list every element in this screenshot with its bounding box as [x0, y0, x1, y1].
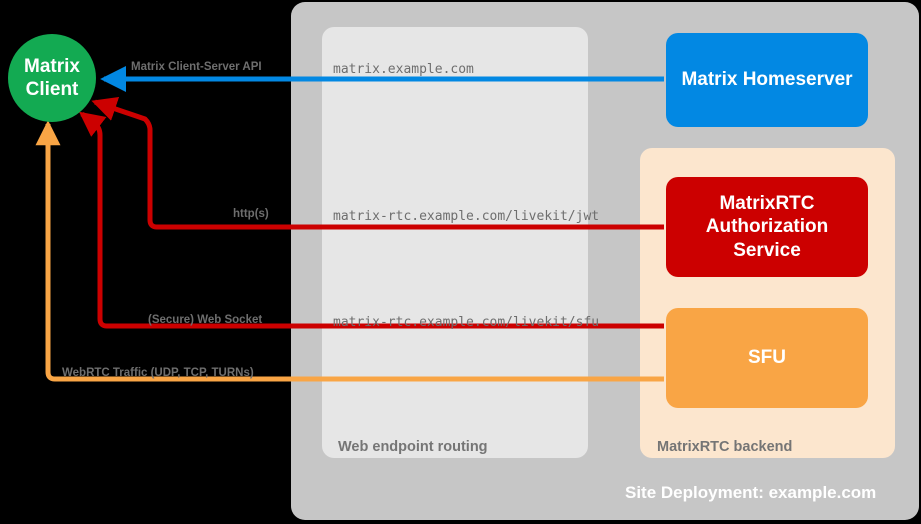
edge-label-matrix-client-server-api: Matrix Client-Server API — [131, 61, 262, 73]
panel-web-endpoint-routing — [322, 27, 588, 458]
endpoint-label-livekit-jwt: matrix-rtc.example.com/livekit/jwt — [333, 209, 600, 224]
endpoint-label-matrix-example-com: matrix.example.com — [333, 62, 474, 77]
endpoint-label-livekit-sfu: matrix-rtc.example.com/livekit/sfu — [333, 315, 600, 330]
node-auth-service-line3: Service — [733, 239, 801, 261]
edge-label-livekit-sfu: (Secure) Web Socket — [148, 314, 263, 326]
edge-livekit-sfu — [79, 111, 664, 329]
edge-label-webrtc-traffic: WebRTC Traffic (UDP, TCP, TURNs) — [62, 367, 254, 379]
node-matrix-client-line2: Client — [25, 79, 79, 100]
node-sfu-label: SFU — [748, 347, 786, 369]
edge-label-livekit-jwt: http(s) — [233, 208, 269, 220]
edge-webrtc-traffic — [35, 120, 664, 382]
site-deployment-label: Site Deployment: example.com — [625, 483, 877, 502]
node-matrix-client[interactable]: Matrix Client — [8, 34, 96, 122]
node-auth-service-line2: Authorization — [705, 216, 829, 238]
node-sfu[interactable]: SFU — [666, 308, 868, 408]
panel-label-web-endpoint-routing: Web endpoint routing — [338, 439, 488, 455]
node-matrix-homeserver-label: Matrix Homeserver — [681, 69, 853, 91]
node-auth-service-line1: MatrixRTC — [719, 193, 815, 215]
node-matrixrtc-authorization-service[interactable]: MatrixRTC Authorization Service — [666, 177, 868, 277]
panel-label-matrixrtc-backend: MatrixRTC backend — [657, 439, 793, 455]
node-matrix-homeserver[interactable]: Matrix Homeserver — [666, 33, 868, 127]
edge-livekit-jwt — [91, 97, 664, 230]
node-matrix-client-line1: Matrix — [24, 55, 80, 77]
